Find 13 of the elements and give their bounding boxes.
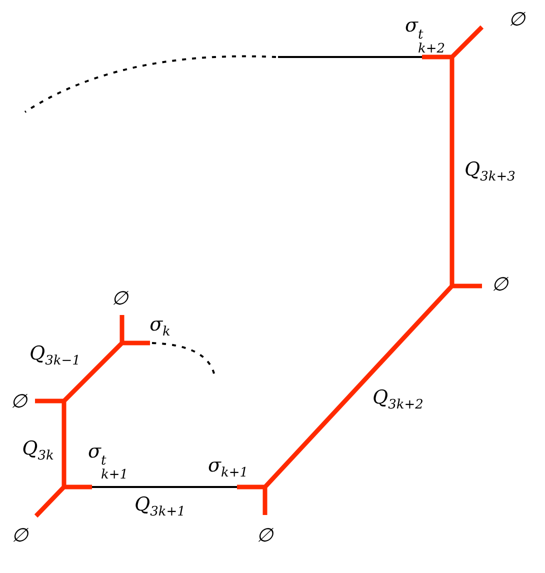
empty-set-label: ∅ bbox=[12, 526, 28, 546]
parameter-label: Q$_{3k}$ bbox=[22, 440, 54, 462]
partition-label: σ$_{k}$ bbox=[150, 316, 170, 338]
empty-set-label: ∅ bbox=[492, 276, 508, 294]
empty-set-label: ∅ bbox=[508, 10, 526, 30]
parameter-label: Q$_{3k+1}$ bbox=[134, 496, 186, 518]
empty-set-label: ∅ bbox=[10, 392, 28, 412]
partition-label: σ$_{k+1}$ bbox=[208, 456, 248, 480]
empty-set-label: ∅ bbox=[112, 290, 128, 308]
parameter-label: Q$_{3k+3}$ bbox=[464, 160, 516, 184]
parameter-label: Q$_{3k+2}$ bbox=[372, 388, 424, 412]
empty-set-label: ∅ bbox=[256, 526, 274, 546]
parameter-label: Q$_{3k−1}$ bbox=[30, 344, 80, 368]
